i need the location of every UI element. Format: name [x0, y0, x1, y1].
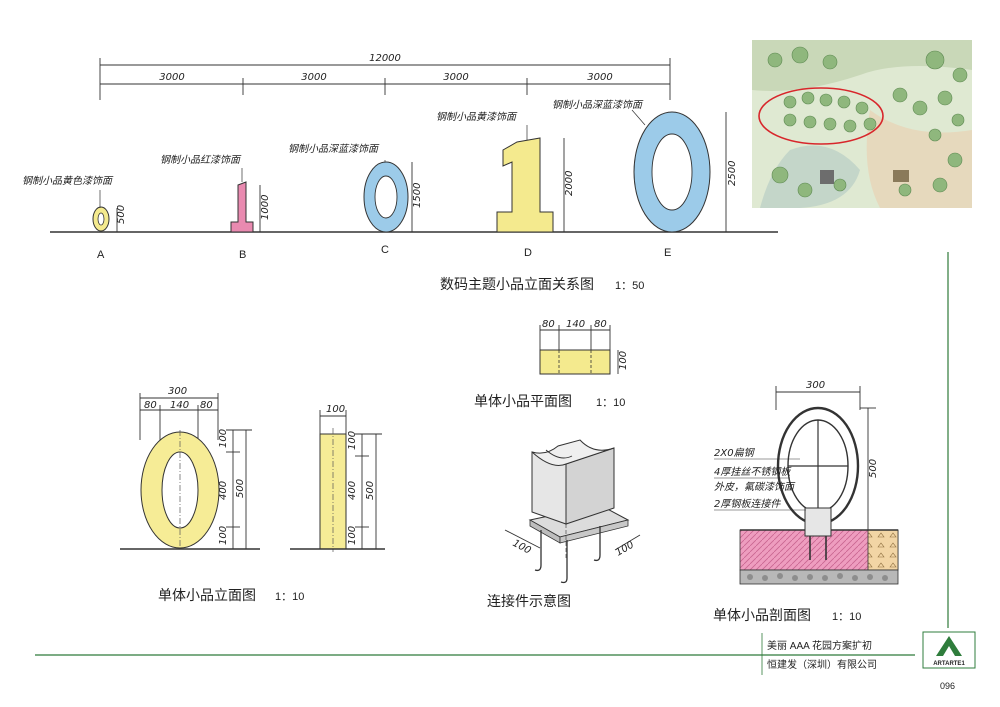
item-e-height: 2500 — [727, 161, 738, 186]
plan-scale: 1：10 — [596, 397, 625, 409]
item-b-one: 1000 钢制小品红漆饰面 B — [160, 154, 271, 261]
item-c-note: 钢制小品深蓝漆饰面 — [288, 143, 380, 155]
item-c-height: 1500 — [412, 183, 423, 208]
plan-dim: 80 — [594, 319, 607, 330]
site-pavilion — [820, 170, 834, 184]
company-logo: ARTARTE1 — [922, 631, 976, 669]
connector-caption: 连接件示意图 — [487, 593, 571, 609]
elevation-relation-drawing: 12000 3000 3000 3000 3000 500 钢制小品黄色漆饰面 … — [22, 53, 778, 292]
plan-side-dim: 100 — [618, 351, 629, 370]
item-e-note: 钢制小品深蓝漆饰面 — [552, 99, 644, 111]
side-width-dim: 100 — [326, 404, 345, 415]
highlight-circle — [758, 87, 884, 145]
elevation-height-dim: 100 — [218, 526, 229, 545]
section-note: 2厚钢板连接件 — [714, 498, 781, 510]
elevation-caption: 数码主题小品立面关系图 — [440, 276, 594, 292]
item-d-one: 2000 钢制小品黄漆饰面 D — [436, 111, 575, 259]
plan-dim: 80 — [542, 319, 555, 330]
item-b-height: 1000 — [260, 195, 271, 220]
total-dim-label: 12000 — [369, 53, 401, 64]
elevation-sub-dim: 80 — [200, 400, 213, 411]
elevation-sub-dim: 140 — [170, 400, 189, 411]
item-e-letter: E — [664, 247, 671, 259]
item-d-note: 钢制小品黄漆饰面 — [436, 111, 518, 123]
elevation-scale: 1：50 — [615, 280, 644, 292]
section-note: 4厚挂丝不锈钢板 — [714, 466, 792, 478]
side-height-dim: 100 — [347, 526, 358, 545]
elevation-height-dim: 100 — [218, 429, 229, 448]
plan-caption: 单体小品平面图 — [474, 393, 572, 409]
section-note: 外皮，氟碳漆饰面 — [714, 481, 796, 493]
item-b-letter: B — [239, 249, 246, 261]
company-name: 恒建发（深圳）有限公司 — [767, 658, 877, 671]
segment-dim-label: 3000 — [159, 72, 184, 83]
item-a-note: 钢制小品黄色漆饰面 — [22, 175, 114, 187]
section-drawing: 300 500 2X0扁钢 4厚挂丝不锈钢板 外皮，氟碳漆饰面 2厚钢板连接件 — [713, 380, 899, 623]
side-height-dim: 100 — [347, 431, 358, 450]
item-e-zero: 2500 钢制小品深蓝漆饰面 E — [552, 99, 738, 259]
single-elevation-drawing: 300 80 140 80 100 400 100 500 100 — [120, 386, 385, 603]
single-elevation-scale: 1：10 — [275, 591, 304, 603]
side-height-dim: 400 — [347, 481, 358, 500]
section-height-dim: 500 — [868, 459, 879, 478]
elevation-width-dim: 300 — [168, 386, 187, 397]
section-width-dim: 300 — [806, 380, 825, 391]
single-plan-drawing: 80 140 80 100 单体小品平面图 1：10 — [474, 319, 629, 409]
title-block: 美丽 AAA 花园方案扩初 恒建发（深圳）有限公司 ARTARTE1 096 — [35, 252, 976, 691]
logo-text: ARTARTE1 — [933, 661, 965, 667]
connector-drawing: 100 100 连接件示意图 — [487, 439, 641, 609]
elevation-height-dim: 400 — [218, 481, 229, 500]
section-scale: 1：10 — [832, 611, 861, 623]
item-c-zero: 1500 钢制小品深蓝漆饰面 C — [288, 143, 423, 256]
single-elevation-caption: 单体小品立面图 — [158, 587, 256, 603]
item-a-letter: A — [97, 249, 105, 261]
section-caption: 单体小品剖面图 — [713, 607, 811, 623]
plan-dim: 140 — [566, 319, 585, 330]
connector-dim: 100 — [614, 540, 636, 559]
elevation-total-height: 500 — [235, 479, 246, 498]
plan-shape — [539, 349, 611, 375]
site-trees — [767, 46, 968, 198]
item-d-height: 2000 — [564, 171, 575, 196]
segment-dim-label: 3000 — [301, 72, 326, 83]
segment-dim-label: 3000 — [587, 72, 612, 83]
item-c-letter: C — [381, 244, 389, 256]
project-title: 美丽 AAA 花园方案扩初 — [767, 639, 872, 652]
elevation-sub-dim: 80 — [144, 400, 157, 411]
page-number: 096 — [940, 681, 955, 691]
item-a-height: 500 — [116, 205, 127, 224]
connector-dim: 100 — [511, 538, 533, 557]
item-a-zero: 500 钢制小品黄色漆饰面 A — [22, 175, 127, 261]
segment-dim-label: 3000 — [443, 72, 468, 83]
item-d-letter: D — [524, 247, 532, 259]
side-total-height: 500 — [365, 481, 376, 500]
item-b-note: 钢制小品红漆饰面 — [160, 154, 242, 166]
section-connector — [804, 507, 832, 537]
leader-line — [631, 109, 646, 126]
site-key-plan — [752, 40, 972, 208]
section-note: 2X0扁钢 — [714, 447, 756, 459]
